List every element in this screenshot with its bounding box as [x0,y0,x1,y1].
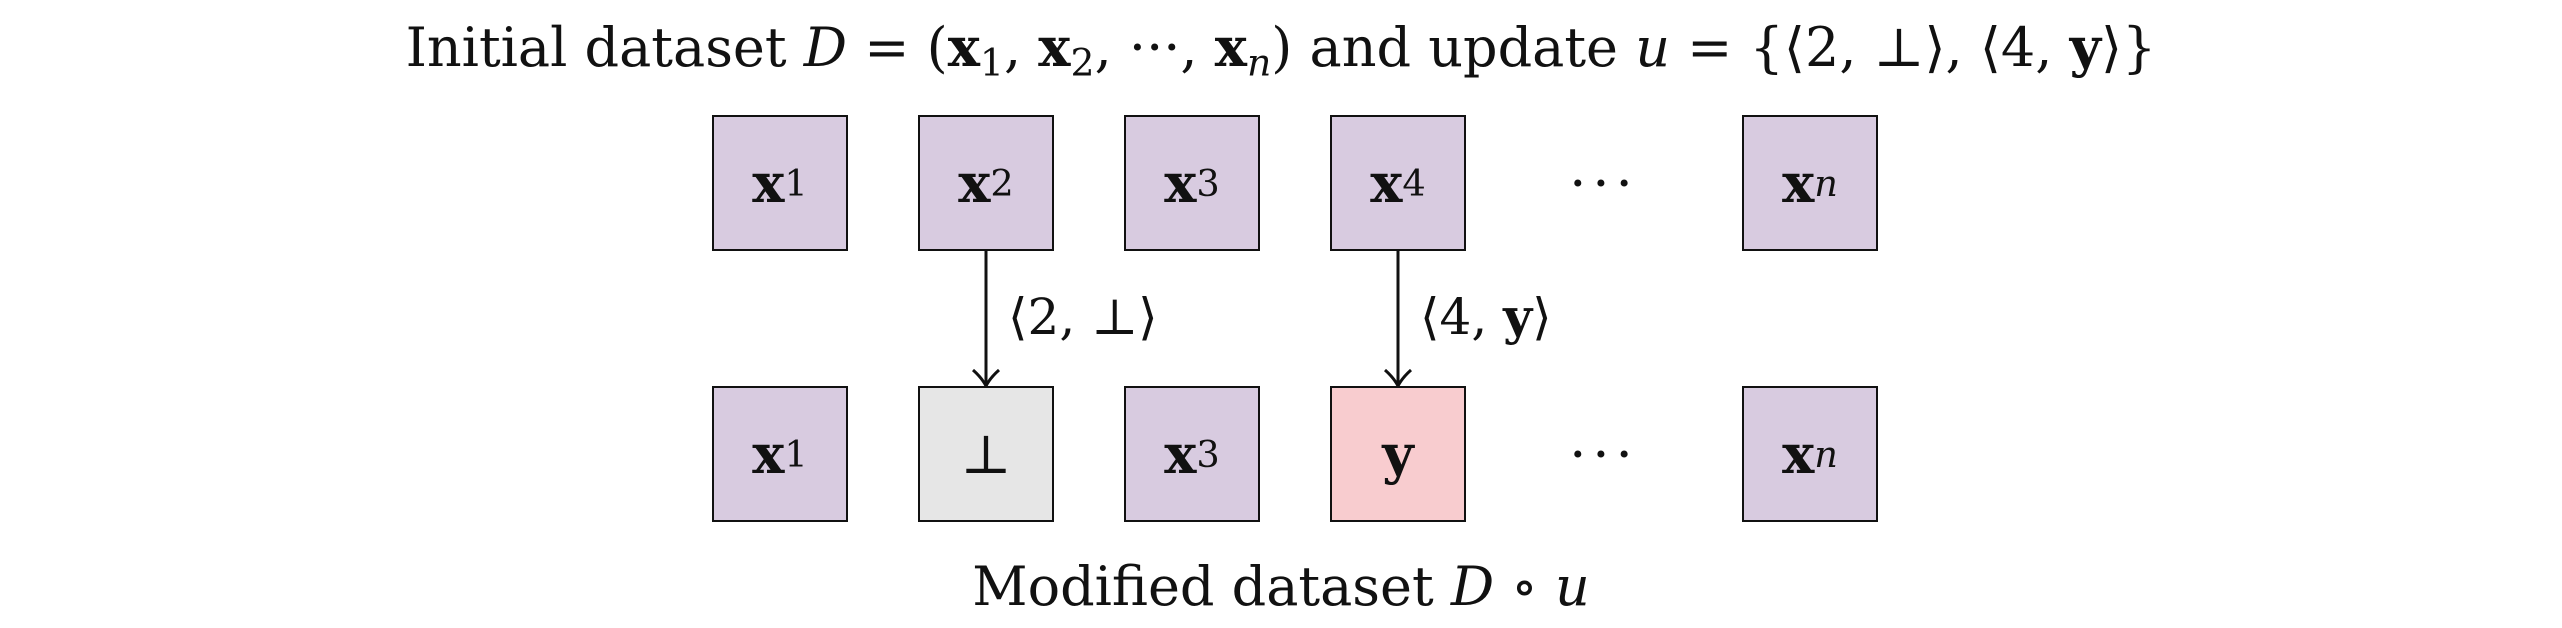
cell-variable: x [958,151,991,215]
ellipsis: ··· [1569,422,1639,486]
ellipsis: ··· [1569,151,1639,215]
cell-subscript: 3 [1196,161,1220,205]
modified-dataset-title: Modified dataset D ∘ u [972,555,1590,618]
cell-variable: ⊥ [960,422,1012,486]
cell-variable: x [752,422,785,486]
cell-variable: x [1164,151,1197,215]
cell-subscript: 1 [784,161,808,205]
data-cell: y [1330,386,1466,522]
cell-subscript: 4 [1402,161,1426,205]
cell-variable: x [1782,422,1815,486]
cell-variable: x [1164,422,1197,486]
cell-subscript: 3 [1196,432,1220,476]
cell-subscript: 2 [990,161,1014,205]
initial-dataset-title: Initial dataset D = (x1, x2, ···, xn) an… [405,15,2157,85]
update-arrow-label: ⟨4, y⟩ [1420,287,1552,346]
cell-variable: x [1782,151,1815,215]
cell-variable: x [1370,151,1403,215]
update-arrow-label: ⟨2, ⊥⟩ [1008,288,1158,346]
cell-subscript: 1 [784,432,808,476]
cell-subscript: n [1814,432,1838,476]
cell-subscript: n [1814,161,1838,205]
cell-variable: y [1382,422,1414,486]
cell-variable: x [752,151,785,215]
data-cell: ⊥ [918,386,1054,522]
